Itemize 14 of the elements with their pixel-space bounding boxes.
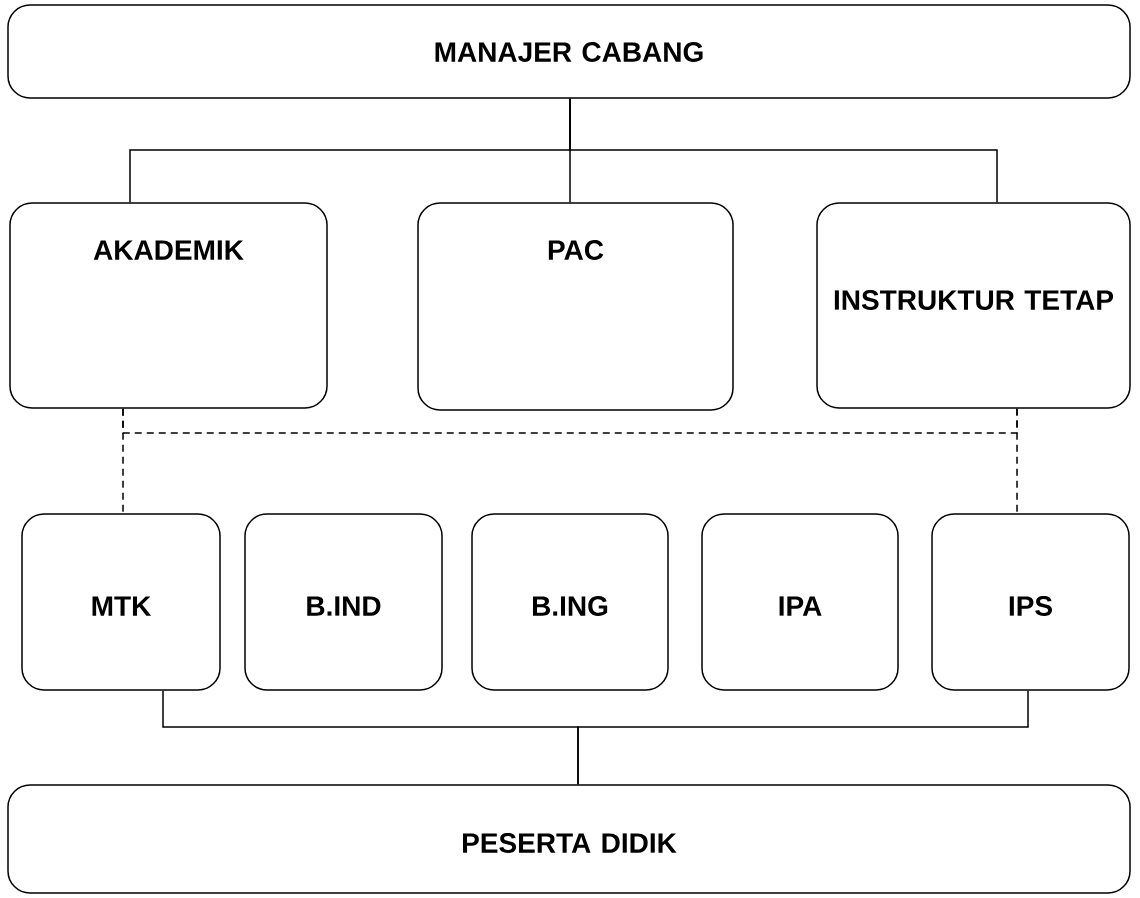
org-box: MANAJER CABANG: [7, 4, 1131, 99]
connector-line: [569, 98, 998, 203]
org-box: B.IND: [244, 513, 443, 691]
connector-line: [577, 690, 1029, 785]
org-box: IPA: [701, 513, 899, 691]
connector-line: [122, 408, 124, 514]
connector-line: [1016, 408, 1018, 514]
org-box: IPS: [931, 513, 1130, 691]
org-box: MTK: [21, 513, 221, 691]
org-box: INSTRUKTUR TETAP: [816, 202, 1131, 409]
org-box: AKADEMIK: [9, 202, 328, 409]
org-box: B.ING: [471, 513, 669, 691]
org-box: PESERTA DIDIK: [7, 784, 1131, 894]
org-box: PAC: [417, 202, 734, 411]
